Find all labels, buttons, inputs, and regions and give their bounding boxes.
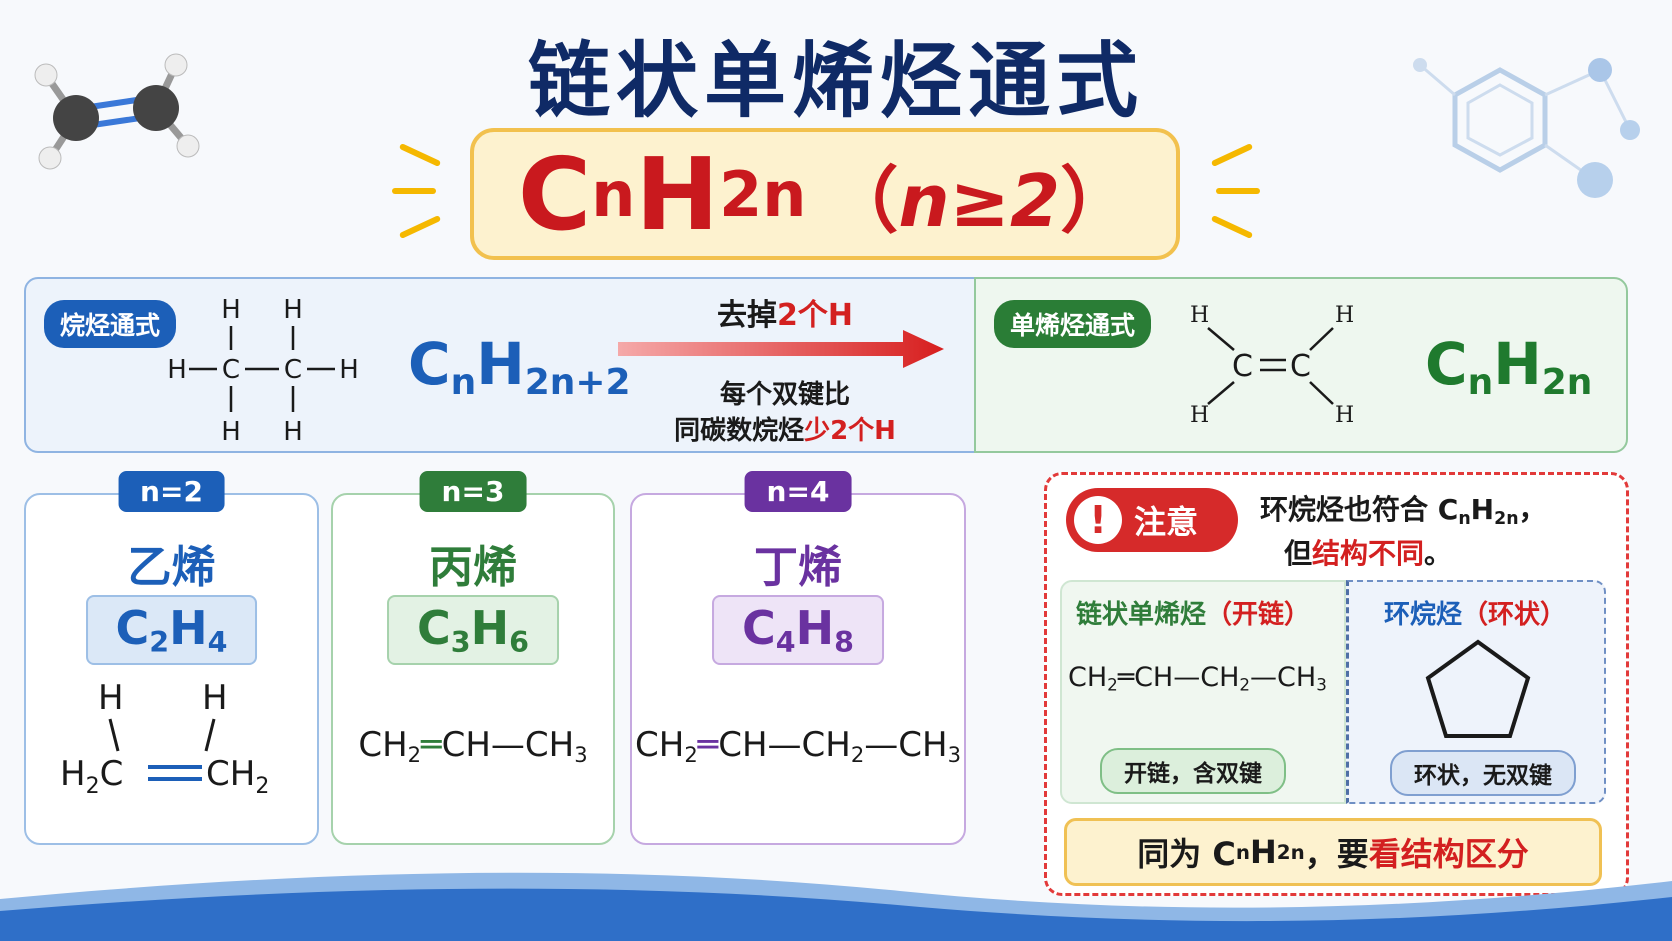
example-name: 丙烯 [429, 542, 517, 593]
arrow-bottom-line1: 每个双键比 [719, 380, 850, 410]
notice-badge: ! 注意 [1066, 488, 1238, 552]
example-card-propene: n=3 丙烯 C3H6 CH2═CH—CH3 [331, 471, 615, 845]
svg-text:C: C [222, 355, 240, 385]
svg-text:C: C [284, 355, 302, 385]
svg-text:H: H [221, 295, 241, 325]
cyclopentane-icon [1425, 639, 1531, 738]
formula-h: H [635, 135, 720, 253]
highlight-ray [1210, 142, 1254, 168]
propene-chain: CH2═CH—CH3 [358, 725, 588, 767]
ethene-model-icon [34, 53, 200, 170]
formula-h-sub: 2n [719, 157, 807, 231]
example-name: 丁烯 [754, 542, 842, 593]
example-tag: n=3 [419, 471, 527, 512]
chain-compare-title: 链状单烯烃（开链） [1076, 600, 1311, 630]
svg-text:H: H [221, 417, 241, 447]
example-tag: n=2 [118, 471, 225, 512]
benzene-decoration-icon [1413, 58, 1640, 198]
arrow-top-text: 去掉2个H [717, 298, 853, 333]
highlight-ray [392, 188, 436, 194]
svg-text:H: H [1335, 403, 1354, 428]
svg-text:CH2: CH2 [206, 754, 269, 799]
highlight-ray [1216, 188, 1260, 194]
example-formula: C2H4 [85, 595, 258, 665]
butene-chain: CH2═CH—CH2—CH3 [635, 725, 961, 767]
formula-n: n [591, 157, 636, 231]
svg-text:H: H [339, 355, 359, 385]
highlight-ray [398, 214, 442, 240]
notice-line1: 环烷烃也符合 CnH2n， [1260, 493, 1547, 529]
svg-text:H: H [1190, 403, 1209, 428]
page-title: 链状单烯烃通式 [527, 34, 1144, 129]
ring-compare-title: 环烷烃（环状） [1384, 600, 1567, 630]
exclamation-icon: ! [1074, 496, 1122, 544]
example-tag: n=4 [744, 471, 852, 512]
chain-compare-structure: CH2═CH—CH2—CH3 [1068, 662, 1327, 695]
svg-text:H: H [1190, 303, 1209, 328]
notice-line2: 但结构不同。 [1284, 537, 1453, 570]
ethene-condensed-structure: H H H2C CH2 [60, 678, 269, 799]
example-card-butene: n=4 丁烯 C4H8 CH2═CH—CH2—CH3 [630, 471, 966, 845]
highlight-ray [1210, 214, 1254, 240]
example-card-ethene: n=2 乙烯 C2H4 H H H2C CH2 [24, 471, 319, 845]
svg-text:H2C: H2C [60, 754, 123, 799]
transform-arrow-icon [618, 330, 944, 368]
formula-c: C [517, 135, 592, 253]
svg-text:H: H [167, 355, 187, 385]
chain-compare-tag: 开链，含双键 [1100, 748, 1286, 794]
bottom-wave-decoration [0, 872, 1672, 941]
svg-text:C: C [1290, 349, 1311, 384]
example-name: 乙烯 [127, 542, 216, 593]
formula-condition: （n≥2） [826, 158, 1133, 243]
svg-text:C: C [1232, 349, 1253, 384]
alkane-label: 烷烃通式 [44, 300, 177, 348]
alkene-label: 单烯烃通式 [994, 300, 1152, 348]
arrow-bottom-line2: 同碳数烷烃少2个H [674, 416, 896, 446]
svg-text:H: H [98, 678, 124, 718]
ring-compare-tag: 环状，无双键 [1390, 750, 1576, 796]
example-formula: C4H8 [712, 595, 884, 665]
svg-text:H: H [202, 678, 228, 718]
ethene-structure: H H H H C C [1190, 303, 1354, 428]
highlight-ray [398, 142, 442, 168]
alkane-formula: CnH2n+2 [408, 330, 631, 404]
alkene-formula: CnH2n [1425, 330, 1593, 404]
alkane-panel [24, 277, 976, 453]
svg-text:H: H [283, 295, 303, 325]
svg-text:H: H [1335, 303, 1354, 328]
svg-text:H: H [283, 417, 303, 447]
example-formula: C3H6 [387, 595, 559, 665]
